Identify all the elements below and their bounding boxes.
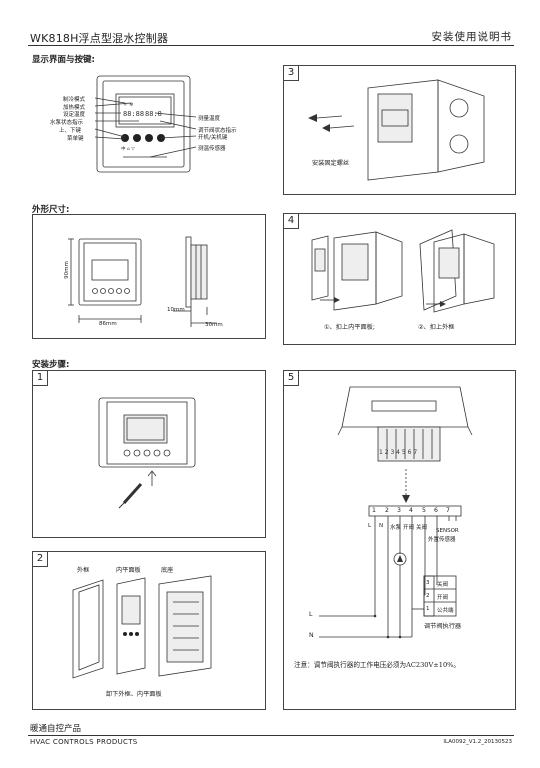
section-display-title: 显示界面与按键: (32, 55, 95, 65)
actuator-num-2: 2 (426, 593, 430, 599)
dimensions-drawing (68, 236, 217, 327)
svg-text:☼ ❄: ☼ ❄ (123, 102, 133, 108)
actuator-num-3: 3 (426, 580, 430, 586)
label-menu-key: 菜单键 (67, 136, 84, 142)
bus-l-label: L (309, 611, 313, 618)
step-2-base: 底座 (161, 567, 174, 574)
label-heat-mode: 加热模式 (63, 105, 86, 111)
step-2-caption: 卸下外框、内平面板 (106, 691, 162, 698)
step-3-number: 3 (284, 66, 299, 81)
terminal-label-open: 开阀 (403, 525, 415, 531)
step-4-drawing (311, 229, 495, 313)
footer-category-en: HVAC CONTROLS PRODUCTS (30, 738, 138, 746)
step-4-caption-1: ①、扣上内平面板; (324, 324, 375, 331)
step-5-drawing: 1 2 3 4 5 6 7 (319, 386, 473, 639)
terminal-2: 2 (385, 507, 389, 514)
section-dims-title: 外形尺寸: (32, 205, 70, 215)
svg-text:88:8: 88:8 (145, 110, 162, 118)
actuator-close: 关阀 (437, 582, 449, 588)
sensor-cn: 外置传感器 (428, 537, 456, 543)
footer-category-cn: 暖通自控产品 (30, 724, 82, 734)
header-rule (28, 45, 514, 46)
dim-depth-front: 10mm (167, 307, 185, 313)
label-set-temp: 设定温度 (63, 112, 86, 118)
dim-depth-back: 30mm (205, 322, 223, 328)
dim-width: 86mm (99, 321, 117, 327)
dim-height: 90mm (63, 261, 70, 279)
actuator-label: 调节阀执行器 (424, 623, 462, 630)
step-4-caption-2: ②、扣上外框 (418, 324, 455, 331)
label-cool-mode: 制冷模式 (63, 97, 86, 103)
label-power-key: 开机/关机键 (198, 135, 228, 141)
document-title: WK818H浮点型混水控制器 (30, 32, 169, 45)
step-2-inner-panel: 内平面板 (116, 567, 141, 574)
step-3-box: 3 安装固定螺丝 (283, 65, 516, 195)
label-up-down: 上、下键 (59, 128, 82, 134)
footer-doc-code: ILA0092_V1.2_20130523 (443, 739, 512, 745)
terminal-7: 7 (446, 507, 450, 514)
dimensions-box: 90mm 86mm 10mm 30mm (32, 214, 266, 339)
label-measured-temp: 测量温度 (198, 116, 221, 122)
terminal-3: 3 (397, 507, 401, 514)
terminal-1: 1 (372, 507, 376, 514)
sensor-en: SENSOR (436, 528, 459, 534)
actuator-open: 开阀 (437, 595, 449, 601)
document-subtitle: 安装使用说明书 (431, 31, 512, 43)
step-2-number: 2 (33, 552, 48, 567)
step-2-drawing (72, 575, 212, 679)
terminal-label-l: L (368, 523, 372, 529)
terminal-strip (368, 505, 462, 517)
step-4-box: 4 ①、扣上内平面板; ②、扣上外框 (283, 213, 516, 345)
actuator-common: 公共端 (437, 608, 454, 614)
terminal-label-n: N (379, 523, 384, 529)
section-install-title: 安装步骤: (32, 360, 70, 370)
step-2-box: 2 外框 内平面板 底座 卸下外框、内平面板 (32, 551, 266, 710)
step-5-number: 5 (284, 371, 299, 386)
step-1-drawing (98, 397, 196, 509)
terminal-label-close: 关阀 (416, 525, 428, 531)
label-valve-indicator: 调节阀状态指示 (198, 128, 237, 134)
svg-text:88:88: 88:88 (123, 110, 144, 118)
step-1-box: 1 (32, 370, 266, 538)
svg-text:1 2 3 4 5 6 7: 1 2 3 4 5 6 7 (379, 449, 417, 456)
label-pump-status: 水泵状态指示 (50, 120, 84, 126)
terminal-4: 4 (409, 507, 413, 514)
terminal-6: 6 (434, 507, 438, 514)
step-2-outer-frame: 外框 (77, 567, 90, 574)
voltage-note: 注意：调节阀执行器的工作电压必须为AC230V±10%。 (294, 661, 461, 669)
step-4-number: 4 (284, 214, 299, 229)
terminal-5: 5 (422, 507, 426, 514)
step-5-box: 5 1 2 3 4 5 6 7 (283, 370, 516, 710)
label-sensor: 测温传感器 (198, 146, 226, 152)
step-3-caption: 安装固定螺丝 (312, 160, 350, 167)
svg-text:中 ⌂ ▽: 中 ⌂ ▽ (121, 145, 135, 152)
step-1-number: 1 (33, 371, 48, 386)
bus-n-label: N (309, 632, 314, 639)
terminal-label-pump: 水泵 (390, 525, 402, 531)
actuator-num-1: 1 (426, 606, 430, 612)
footer-rule (28, 735, 514, 736)
step-3-drawing (308, 79, 485, 181)
